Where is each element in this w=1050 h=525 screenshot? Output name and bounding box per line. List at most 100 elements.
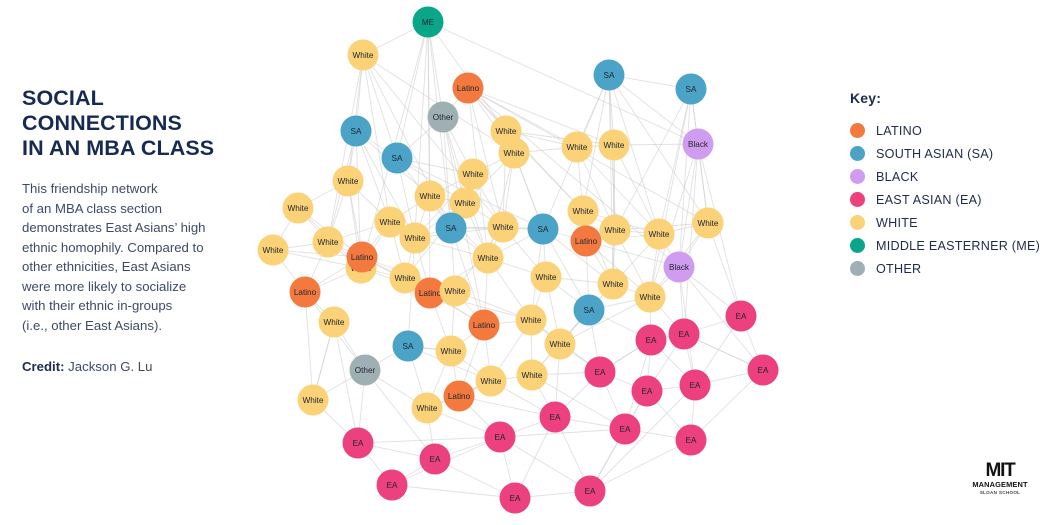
graph-node-circle[interactable]	[675, 73, 707, 105]
graph-node[interactable]: EA	[342, 427, 374, 459]
graph-node-circle[interactable]	[539, 401, 571, 433]
graph-node[interactable]: White	[544, 328, 576, 360]
graph-node[interactable]: Latino	[289, 276, 321, 308]
graph-node[interactable]: EA	[675, 424, 707, 456]
graph-node[interactable]: White	[439, 275, 471, 307]
graph-node-circle[interactable]	[530, 261, 562, 293]
graph-node[interactable]: SA	[381, 142, 413, 174]
graph-node-circle[interactable]	[342, 427, 374, 459]
graph-node-circle[interactable]	[392, 330, 424, 362]
graph-node-circle[interactable]	[312, 226, 344, 258]
graph-node-circle[interactable]	[593, 59, 625, 91]
graph-node-circle[interactable]	[332, 165, 364, 197]
graph-node[interactable]: EA	[747, 354, 779, 386]
graph-node[interactable]: EA	[484, 421, 516, 453]
graph-node-circle[interactable]	[435, 212, 467, 244]
graph-node-circle[interactable]	[376, 469, 408, 501]
graph-node[interactable]: White	[332, 165, 364, 197]
graph-node-circle[interactable]	[411, 392, 443, 424]
graph-node-circle[interactable]	[544, 328, 576, 360]
graph-node[interactable]: EA	[631, 375, 663, 407]
graph-node-circle[interactable]	[475, 365, 507, 397]
graph-node[interactable]: EA	[376, 469, 408, 501]
graph-node-circle[interactable]	[675, 424, 707, 456]
graph-node[interactable]: White	[475, 365, 507, 397]
graph-node[interactable]: White	[498, 137, 530, 169]
graph-node-circle[interactable]	[634, 281, 666, 313]
graph-node[interactable]: Latino	[468, 309, 500, 341]
graph-node-circle[interactable]	[574, 475, 606, 507]
graph-node[interactable]: Black	[663, 251, 695, 283]
graph-node[interactable]: White	[599, 214, 631, 246]
graph-node-circle[interactable]	[516, 359, 548, 391]
graph-node[interactable]: White	[282, 192, 314, 224]
graph-node-circle[interactable]	[449, 187, 481, 219]
graph-node[interactable]: EA	[668, 318, 700, 350]
graph-node[interactable]: White	[634, 281, 666, 313]
graph-node-circle[interactable]	[725, 300, 757, 332]
graph-node-circle[interactable]	[472, 242, 504, 274]
graph-node-circle[interactable]	[643, 218, 675, 250]
graph-node-circle[interactable]	[414, 180, 446, 212]
graph-node[interactable]: EA	[419, 443, 451, 475]
graph-node-circle[interactable]	[679, 369, 711, 401]
graph-node[interactable]: SA	[340, 115, 372, 147]
graph-node-circle[interactable]	[374, 206, 406, 238]
graph-node[interactable]: Black	[682, 128, 714, 160]
graph-node[interactable]: White	[472, 242, 504, 274]
graph-node[interactable]: SA	[573, 294, 605, 326]
graph-node[interactable]: White	[487, 211, 519, 243]
graph-node-circle[interactable]	[598, 129, 630, 161]
graph-node-circle[interactable]	[692, 207, 724, 239]
graph-node[interactable]: White	[567, 195, 599, 227]
graph-node-circle[interactable]	[599, 214, 631, 246]
graph-node-circle[interactable]	[570, 225, 602, 257]
graph-node[interactable]: White	[312, 226, 344, 258]
graph-node[interactable]: Other	[349, 354, 381, 386]
graph-node[interactable]: SA	[675, 73, 707, 105]
graph-node-circle[interactable]	[412, 6, 444, 38]
graph-node-circle[interactable]	[346, 241, 378, 273]
graph-node-circle[interactable]	[340, 115, 372, 147]
graph-node-circle[interactable]	[443, 380, 475, 412]
graph-node-circle[interactable]	[399, 222, 431, 254]
graph-node-circle[interactable]	[289, 276, 321, 308]
graph-node[interactable]: White	[457, 158, 489, 190]
graph-node-circle[interactable]	[747, 354, 779, 386]
graph-node-circle[interactable]	[668, 318, 700, 350]
graph-node[interactable]: EA	[635, 324, 667, 356]
graph-node[interactable]: White	[257, 234, 289, 266]
graph-node-circle[interactable]	[427, 101, 459, 133]
graph-node[interactable]: White	[561, 131, 593, 163]
graph-node-circle[interactable]	[515, 304, 547, 336]
graph-node-circle[interactable]	[584, 356, 616, 388]
graph-node-circle[interactable]	[484, 421, 516, 453]
graph-node[interactable]: White	[411, 392, 443, 424]
graph-node-circle[interactable]	[597, 268, 629, 300]
graph-node-circle[interactable]	[452, 72, 484, 104]
graph-node-circle[interactable]	[349, 354, 381, 386]
graph-node[interactable]: White	[435, 335, 467, 367]
graph-node[interactable]: White	[530, 261, 562, 293]
graph-node[interactable]: Latino	[346, 241, 378, 273]
graph-node-circle[interactable]	[257, 234, 289, 266]
graph-node[interactable]: SA	[593, 59, 625, 91]
graph-node-circle[interactable]	[381, 142, 413, 174]
graph-node[interactable]: Latino	[443, 380, 475, 412]
graph-node-circle[interactable]	[318, 306, 350, 338]
graph-node-circle[interactable]	[487, 211, 519, 243]
graph-node-circle[interactable]	[389, 262, 421, 294]
graph-node[interactable]: White	[516, 359, 548, 391]
graph-node[interactable]: White	[598, 129, 630, 161]
graph-node-circle[interactable]	[663, 251, 695, 283]
graph-node[interactable]: White	[414, 180, 446, 212]
graph-node[interactable]: White	[643, 218, 675, 250]
graph-node-circle[interactable]	[567, 195, 599, 227]
graph-node[interactable]: White	[399, 222, 431, 254]
graph-node[interactable]: White	[515, 304, 547, 336]
graph-node-circle[interactable]	[573, 294, 605, 326]
graph-node[interactable]: EA	[584, 356, 616, 388]
graph-node[interactable]: White	[318, 306, 350, 338]
graph-node[interactable]: White	[297, 384, 329, 416]
graph-node-circle[interactable]	[498, 137, 530, 169]
